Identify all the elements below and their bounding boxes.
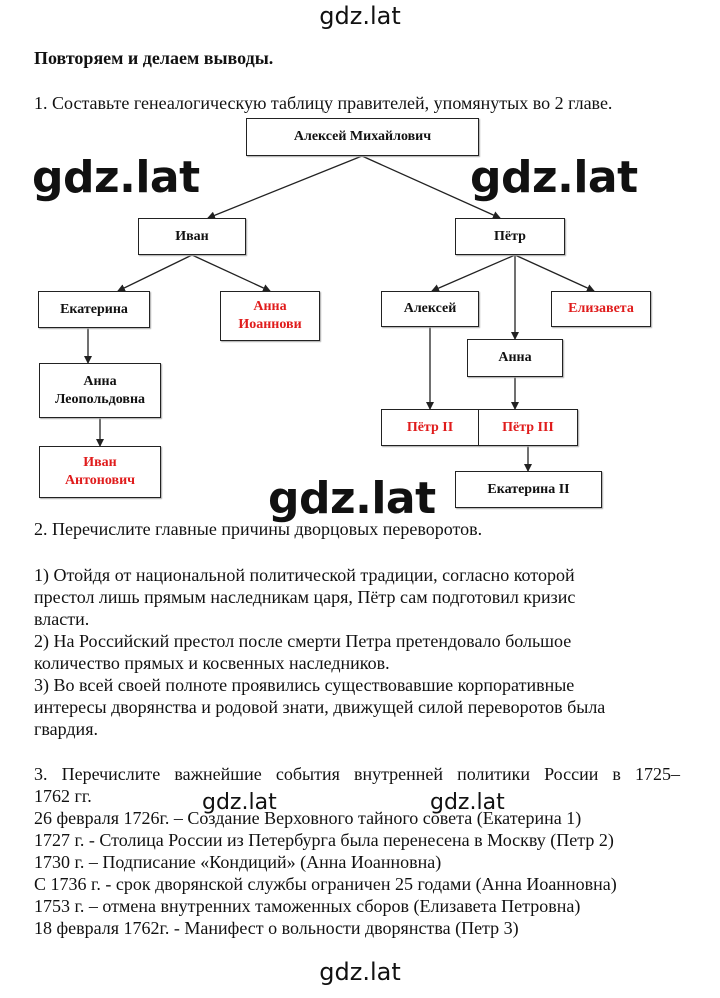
box-ivan: Иван xyxy=(138,218,246,255)
arrow-petr-to-elizaveta xyxy=(514,254,595,292)
arrow-aleksey-to-ivan xyxy=(207,155,363,220)
arrow-petr-to-aleksey xyxy=(431,254,516,292)
watermark-bottom: gdz.lat xyxy=(319,958,401,986)
watermark-big-left: gdz.lat xyxy=(32,152,200,203)
question-1: 1. Составьте генеалогическую таблицу пра… xyxy=(34,93,613,113)
box-ekaterina: Екатерина xyxy=(38,291,150,328)
watermark-top: gdz.lat xyxy=(319,2,401,30)
box-aleksey-mikhailovich: Алексей Михайлович xyxy=(246,118,479,156)
event-item: С 1736 г. - срок дворянской службы огран… xyxy=(34,874,617,894)
cause-1: 1) Отойдя от национальной политической т… xyxy=(34,565,576,629)
event-item: 18 февраля 1762г. - Манифест о вольности… xyxy=(34,918,519,938)
box-aleksey: Алексей xyxy=(381,291,479,327)
event-item: 1727 г. - Столица России из Петербурга б… xyxy=(34,830,614,850)
arrow-aleksey-to-petr xyxy=(361,155,501,219)
section-heading: Повторяем и делаем выводы. xyxy=(34,48,274,68)
event-item: 1753 г. – отмена внутренних таможенных с… xyxy=(34,896,581,916)
causes-list: 1) Отойдя от национальной политической т… xyxy=(34,564,684,740)
question-2: 2. Перечислите главные причины дворцовых… xyxy=(34,519,483,539)
box-petr-iii: Пётр III xyxy=(478,409,578,446)
box-elizaveta: Елизавета xyxy=(551,291,651,327)
question-3: 3. Перечислите важнейшие события внутрен… xyxy=(34,764,680,806)
box-ekaterina-ii: Екатерина II xyxy=(455,471,602,508)
watermark-small-left: gdz.lat xyxy=(202,790,277,815)
box-anna: Анна xyxy=(467,339,563,377)
box-petr-ii: Пётр II xyxy=(381,409,479,446)
cause-2: 2) На Российский престол после смерти Пе… xyxy=(34,631,572,673)
watermark-big-center: gdz.lat xyxy=(268,473,436,524)
arrow-ivan-to-anna-ioannovna xyxy=(191,254,271,292)
cause-3: 3) Во всей своей полноте проявились суще… xyxy=(34,675,606,739)
event-item: 1730 г. – Подписание «Кондиций» (Анна Ио… xyxy=(34,852,442,872)
watermark-big-right: gdz.lat xyxy=(470,152,638,203)
box-petr: Пётр xyxy=(455,218,565,255)
events-list: 26 февраля 1726г. – Создание Верховного … xyxy=(34,807,714,939)
event-item: 26 февраля 1726г. – Создание Верховного … xyxy=(34,808,582,828)
arrow-ivan-to-ekaterina xyxy=(117,254,193,292)
watermark-small-right: gdz.lat xyxy=(430,790,505,815)
